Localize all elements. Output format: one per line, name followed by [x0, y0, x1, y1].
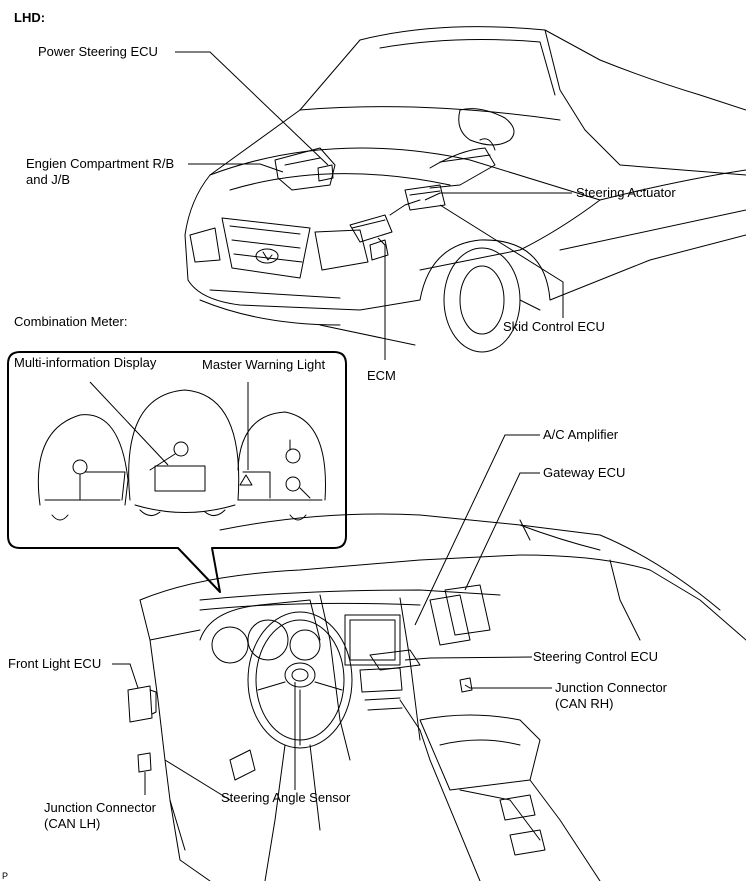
combination-meter-callout	[8, 352, 346, 592]
leader-lines	[90, 52, 572, 795]
multi-information-display-label: Multi-information Display	[14, 355, 157, 370]
master-warning-light-label: Master Warning Light	[202, 357, 326, 372]
skid-control-ecu-label: Skid Control ECU	[503, 319, 605, 334]
steering-angle-sensor-label: Steering Angle Sensor	[221, 790, 351, 805]
ac-amplifier-label: A/C Amplifier	[543, 427, 619, 442]
power-steering-ecu-label: Power Steering ECU	[38, 44, 158, 59]
car-interior-drawing	[128, 514, 746, 881]
car-exterior-drawing	[185, 27, 746, 352]
diagram-heading: LHD:	[14, 10, 46, 25]
combination-meter-heading: Combination Meter:	[14, 314, 128, 329]
steering-actuator-label: Steering Actuator	[576, 185, 676, 200]
steering-control-ecu-label: Steering Control ECU	[533, 649, 658, 664]
junction-connector-lh-label: Junction Connector (CAN LH)	[44, 800, 157, 831]
footer-mark: P	[2, 871, 9, 881]
gateway-ecu-label: Gateway ECU	[543, 465, 626, 480]
front-light-ecu-label: Front Light ECU	[8, 656, 102, 671]
junction-connector-rh-label: Junction Connector (CAN RH)	[555, 680, 668, 711]
engine-compartment-rb-label: Engien Compartment R/B and J/B	[26, 156, 175, 187]
ecm-label: ECM	[367, 368, 396, 383]
